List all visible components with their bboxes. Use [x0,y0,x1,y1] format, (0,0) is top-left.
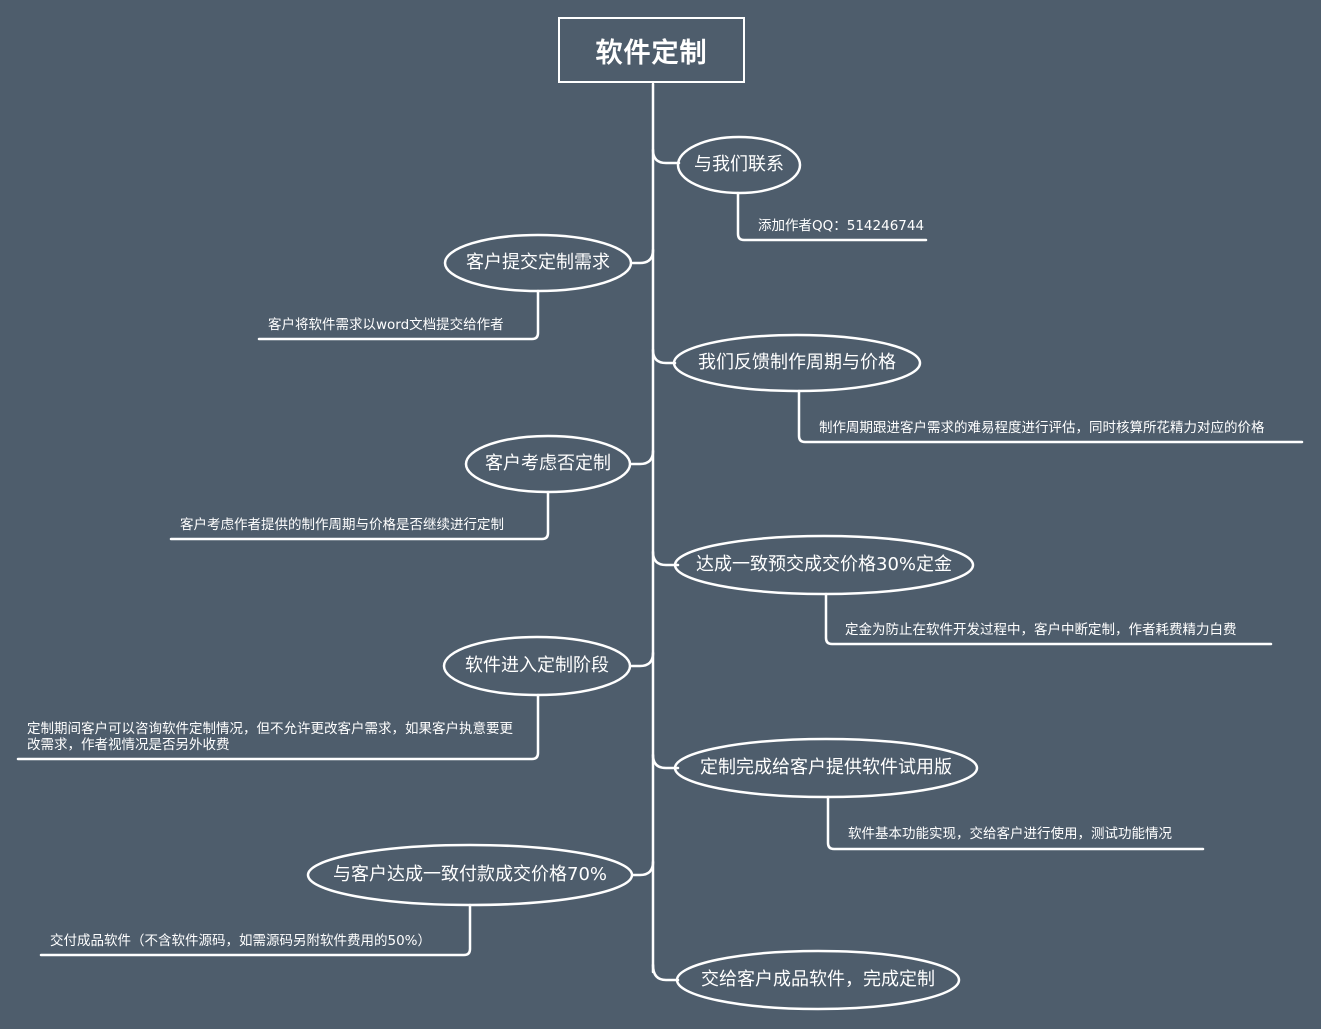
node-consider-label: 客户考虑否定制 [485,453,611,474]
node-payment-label: 与客户达成一致付款成交价格70% [332,864,608,885]
note-connector [826,795,1205,851]
node-ellipse [675,949,961,1011]
node-deliver-label: 交给客户成品软件，完成定制 [701,969,935,990]
note-contact: 添加作者QQ：514246744 [758,218,925,234]
note-submit: 客户将软件需求以word文档提交给作者 [268,317,504,333]
note-connector [736,191,928,242]
note-connector [39,903,472,957]
node-feedback-label: 我们反馈制作周期与价格 [698,352,896,373]
note-payment: 交付成品软件（不含软件源码，如需源码另附软件费用的50%） [50,933,432,949]
note-feedback: 制作周期跟进客户需求的难易程度进行评估，同时核算所花精力对应的价格 [819,420,1265,436]
branch-connector [631,860,655,877]
node-ellipse [672,333,922,393]
root-title: 软件定制 [558,17,745,83]
branch-connector [651,753,680,770]
note-deposit: 定金为防止在软件开发过程中，客户中断定制，作者耗费精力白费 [845,622,1237,638]
branch-connector [651,148,681,165]
note-connector [169,490,550,541]
note-connector [824,592,1273,646]
note-trial: 软件基本功能实现，交给客户进行使用，测试功能情况 [848,826,1172,842]
branch-connector [651,550,680,567]
node-submit-label: 客户提交定制需求 [466,252,610,273]
note-connector [257,289,540,341]
node-ellipse [673,737,979,799]
branch-connector [629,651,655,668]
node-trial-label: 定制完成给客户提供软件试用版 [700,757,952,778]
note-connector [797,389,1304,444]
node-deposit-label: 达成一致预交成交价格30%定金 [695,554,953,575]
node-ellipse [673,534,975,596]
branch-connector [629,449,655,466]
note-connector [16,693,540,761]
note-develop: 定制期间客户可以咨询软件定制情况，但不允许更改客户需求，如果客户执意要更改需求，… [27,721,513,753]
note-consider: 客户考虑作者提供的制作周期与价格是否继续进行定制 [180,517,504,533]
node-develop-label: 软件进入定制阶段 [465,655,609,676]
branch-connector [651,348,677,365]
node-contact-label: 与我们联系 [694,154,784,175]
branch-connector [651,963,680,982]
branch-connector [630,248,655,265]
